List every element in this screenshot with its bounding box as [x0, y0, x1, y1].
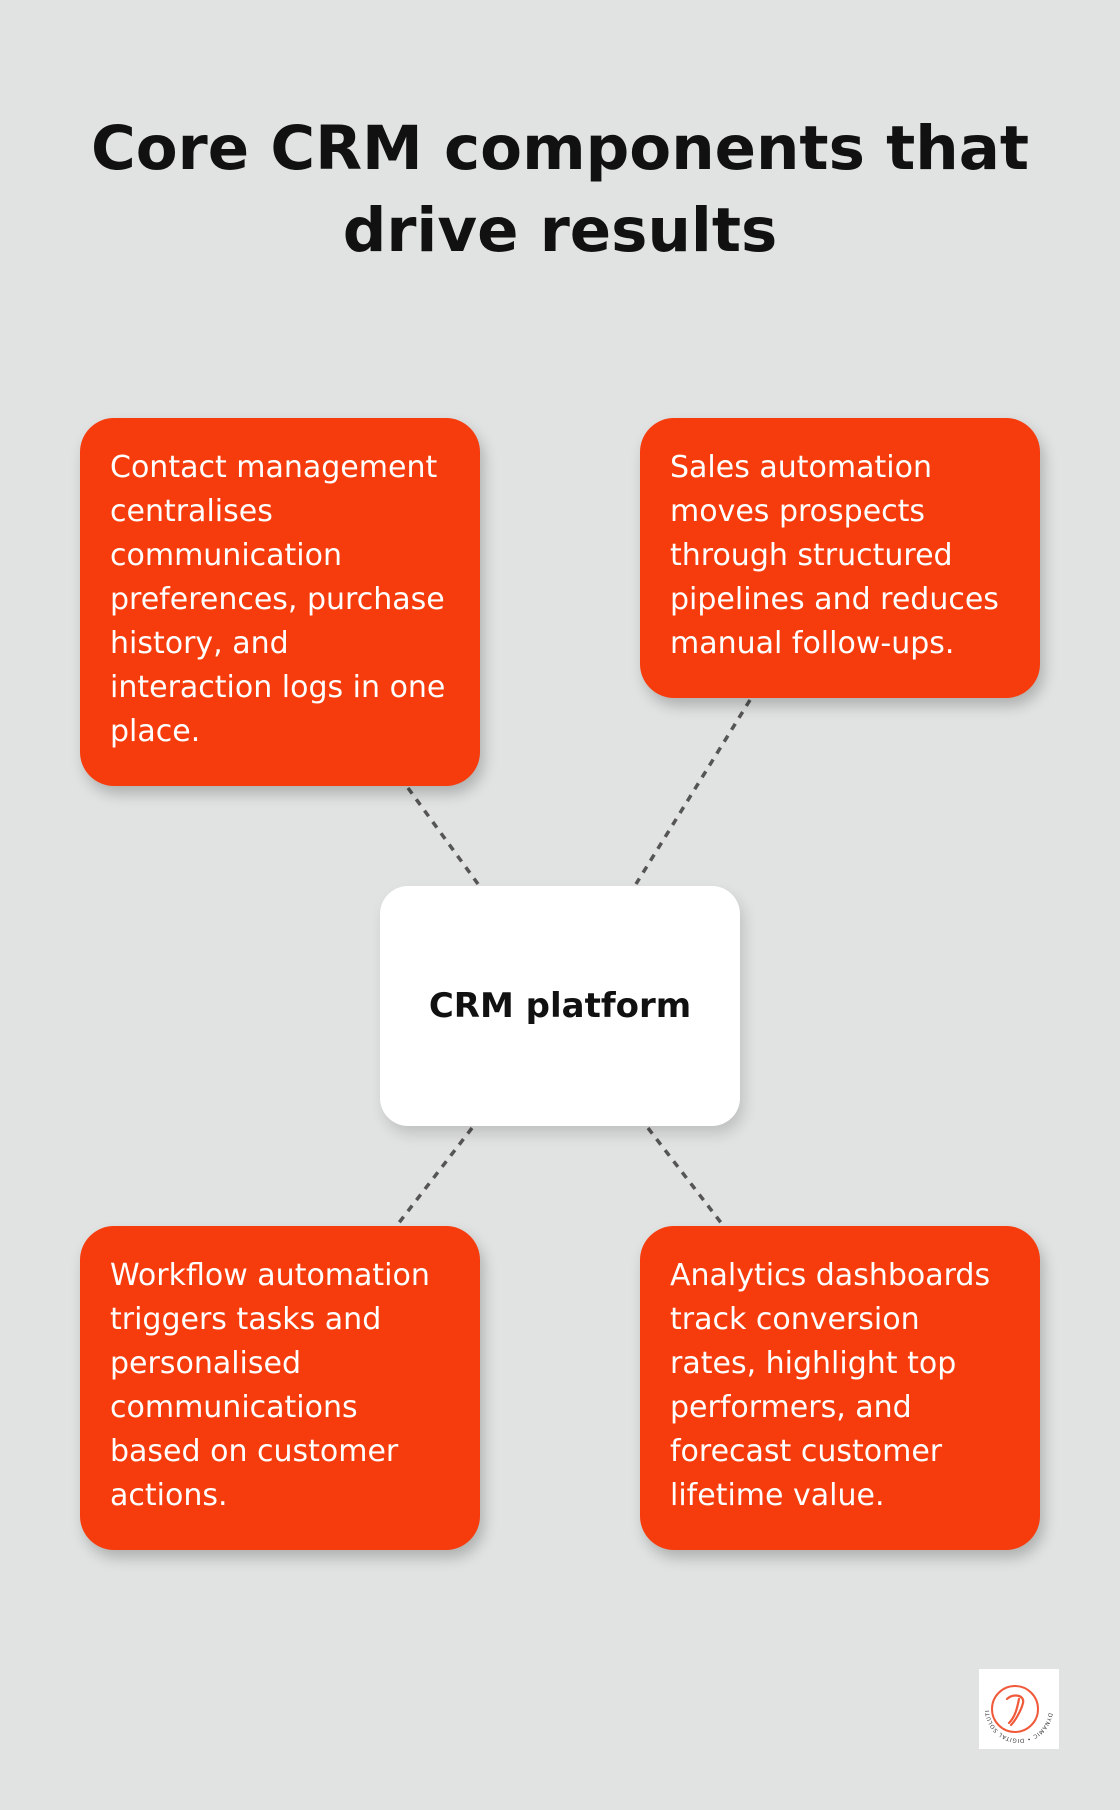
card-contact-management: Contact management centralises communica…	[80, 418, 480, 786]
connector-top-right	[634, 699, 752, 885]
card-analytics-dashboards: Analytics dashboards track conversion ra…	[640, 1226, 1040, 1550]
center-node-crm-platform: CRM platform	[380, 886, 740, 1126]
card-text: Analytics dashboards track conversion ra…	[670, 1258, 991, 1513]
card-workflow-automation: Workflow automation triggers tasks and p…	[80, 1226, 480, 1550]
connector-bottom-right	[646, 1126, 724, 1226]
connector-top-left	[406, 786, 480, 886]
card-sales-automation: Sales automation moves prospects through…	[640, 418, 1040, 698]
center-node-label: CRM platform	[428, 986, 692, 1026]
card-text: Workflow automation triggers tasks and p…	[110, 1258, 430, 1513]
dynamic-digital-solutions-logo-icon: DYNAMIC • DIGITAL SOLUTIONS	[977, 1665, 1059, 1749]
card-text: Contact management centralises communica…	[110, 450, 446, 749]
connector-bottom-left	[396, 1126, 474, 1226]
card-text: Sales automation moves prospects through…	[670, 450, 999, 661]
page-title: Core CRM components that drive results	[90, 113, 1030, 266]
